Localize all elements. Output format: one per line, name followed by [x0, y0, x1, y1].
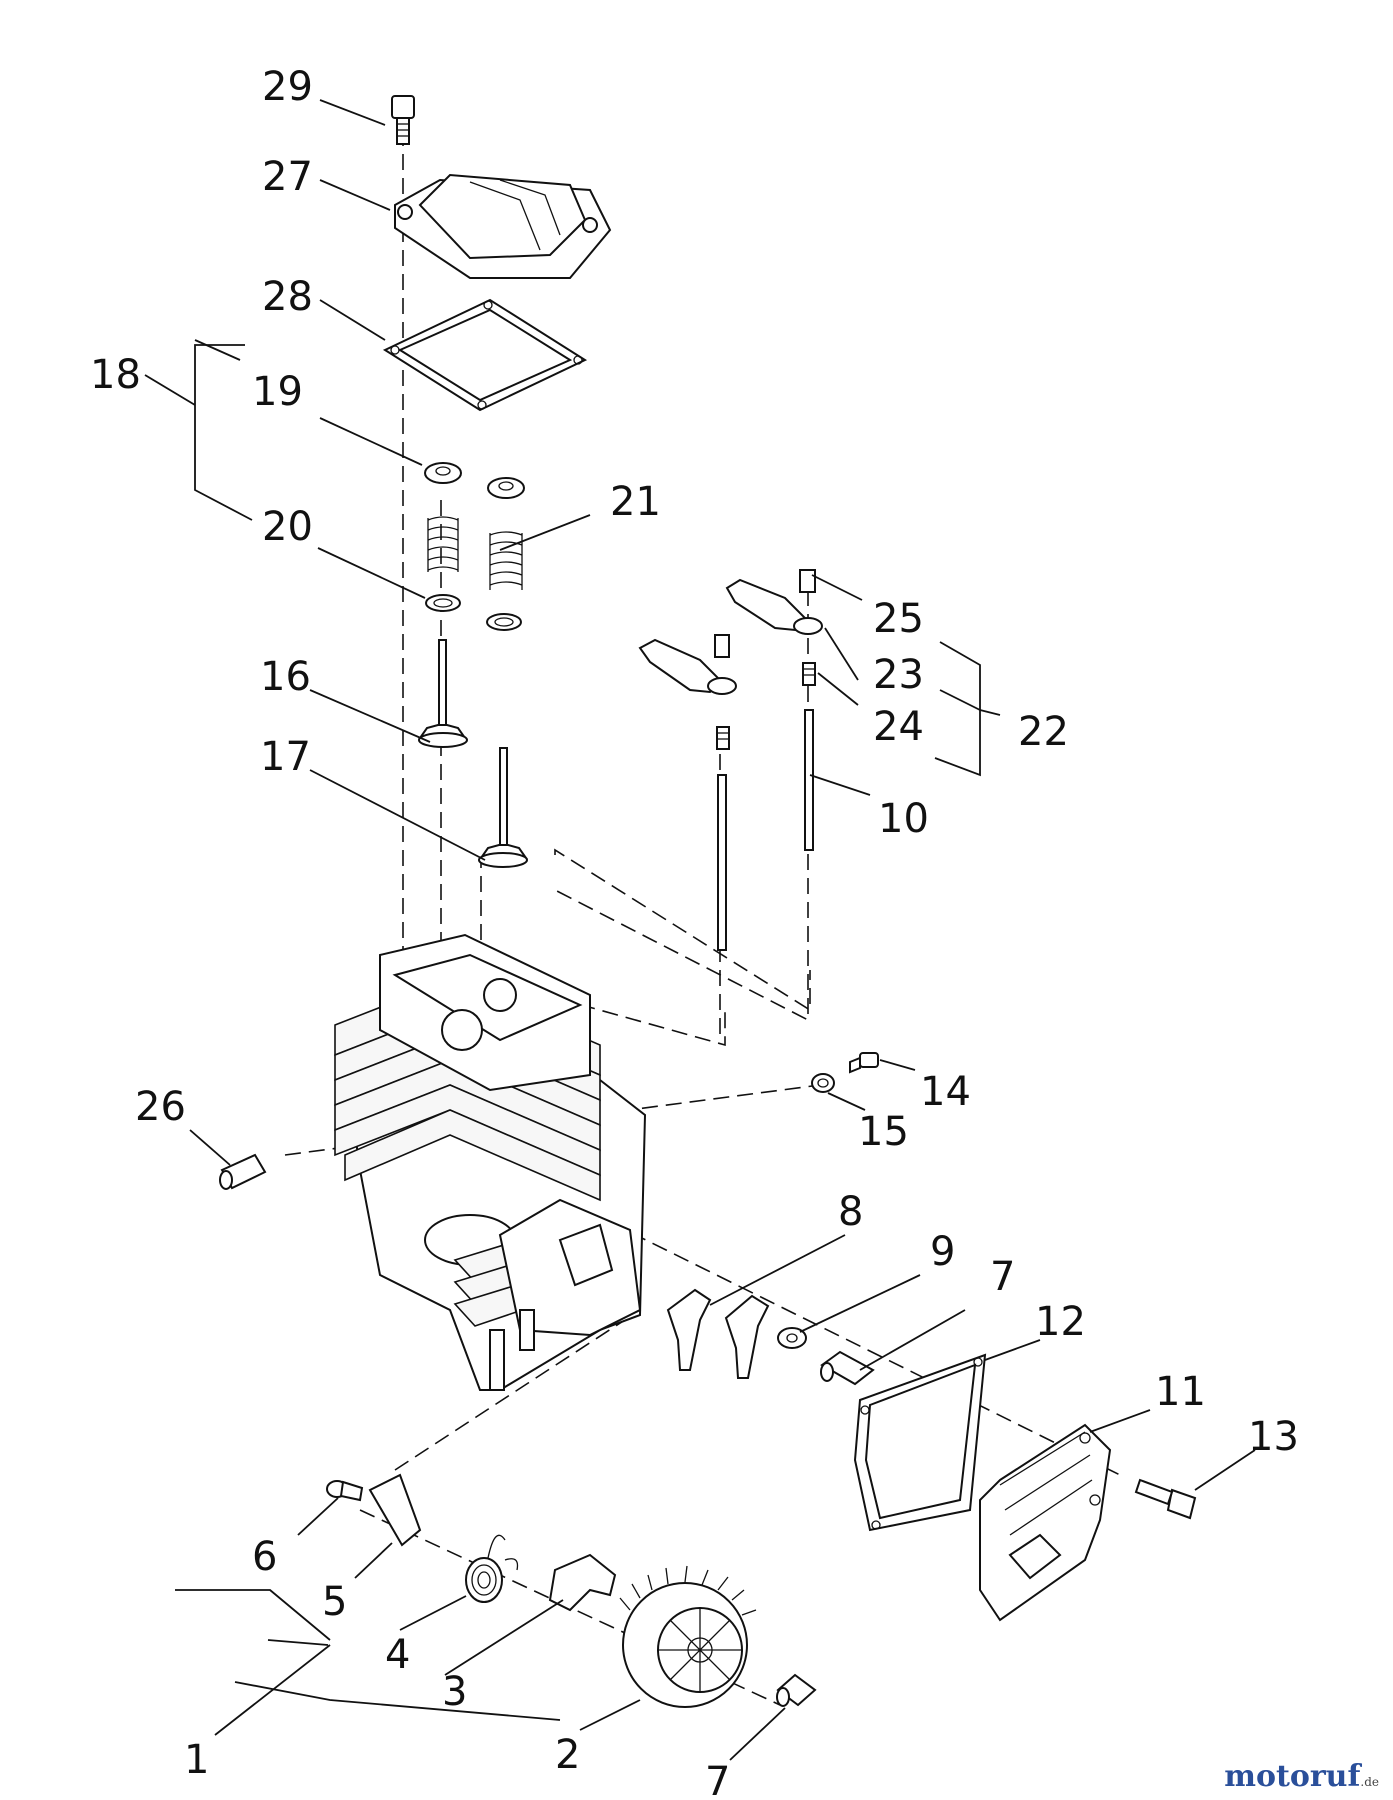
rocker-arm-left	[638, 634, 737, 951]
levers-8	[666, 1288, 770, 1379]
bolt-6	[326, 1480, 364, 1502]
gasket-12	[853, 1353, 987, 1532]
callout-16: 16	[260, 654, 311, 700]
valve-retainers-19	[424, 462, 525, 499]
callout-4: 4	[385, 1632, 410, 1678]
callout-22: 22	[1018, 709, 1069, 755]
callout-28: 28	[262, 274, 313, 320]
watermark-logo: motoruf.de	[1224, 1759, 1379, 1794]
callout-10: 10	[878, 796, 929, 842]
callout-1: 1	[184, 1737, 209, 1783]
callout-21: 21	[610, 479, 661, 525]
valve-cover-27	[394, 173, 612, 279]
callout-29: 29	[262, 64, 313, 110]
callout-26: 26	[135, 1084, 186, 1130]
plate-5	[368, 1473, 422, 1547]
callout-14: 14	[920, 1069, 971, 1115]
callout-23: 23	[873, 652, 924, 698]
bolt-13	[1134, 1478, 1197, 1520]
callout-12: 12	[1035, 1299, 1086, 1345]
valve-springs-21	[427, 516, 523, 590]
watermark-brand: motoruf	[1224, 1759, 1361, 1794]
callout-24: 24	[873, 704, 924, 750]
callout-6: 6	[252, 1534, 277, 1580]
gasket-28	[382, 298, 588, 412]
bolt-29	[391, 95, 415, 145]
pin-7-upper	[820, 1350, 875, 1386]
callout-8: 8	[838, 1189, 863, 1235]
pin-26	[219, 1153, 267, 1190]
washer-9	[777, 1327, 807, 1349]
callout-20: 20	[262, 504, 313, 550]
gear-2	[619, 1565, 757, 1708]
valve-17	[478, 747, 528, 868]
callout-11: 11	[1155, 1369, 1206, 1415]
callout-7-lower: 7	[705, 1759, 730, 1800]
callout-7-upper: 7	[990, 1254, 1015, 1300]
callout-13: 13	[1248, 1414, 1299, 1460]
rocker-arm-right	[725, 569, 823, 851]
callout-labels: 29 27 28 18 19 20 21 16 17 25 23 24 22 1…	[90, 64, 1299, 1800]
watermark-tld: .de	[1360, 1775, 1379, 1789]
clutch-shoe-3	[548, 1553, 617, 1612]
callout-15: 15	[858, 1109, 909, 1155]
callout-19: 19	[252, 369, 303, 415]
pin-7-lower	[776, 1673, 817, 1707]
callout-5: 5	[322, 1579, 347, 1625]
spring-seats-20	[425, 594, 522, 631]
callout-27: 27	[262, 154, 313, 200]
bolt-14	[849, 1052, 879, 1074]
leader-lines	[144, 99, 1256, 1761]
crankcase-cover-11	[979, 1423, 1112, 1622]
callout-2: 2	[555, 1732, 580, 1778]
callout-25: 25	[873, 596, 924, 642]
callout-18: 18	[90, 352, 141, 398]
callout-9: 9	[930, 1229, 955, 1275]
callout-17: 17	[260, 734, 311, 780]
cylinder-block	[334, 933, 647, 1391]
callout-3: 3	[442, 1669, 467, 1715]
spring-4	[465, 1534, 519, 1603]
washer-15	[811, 1073, 835, 1093]
valve-16	[418, 639, 468, 748]
